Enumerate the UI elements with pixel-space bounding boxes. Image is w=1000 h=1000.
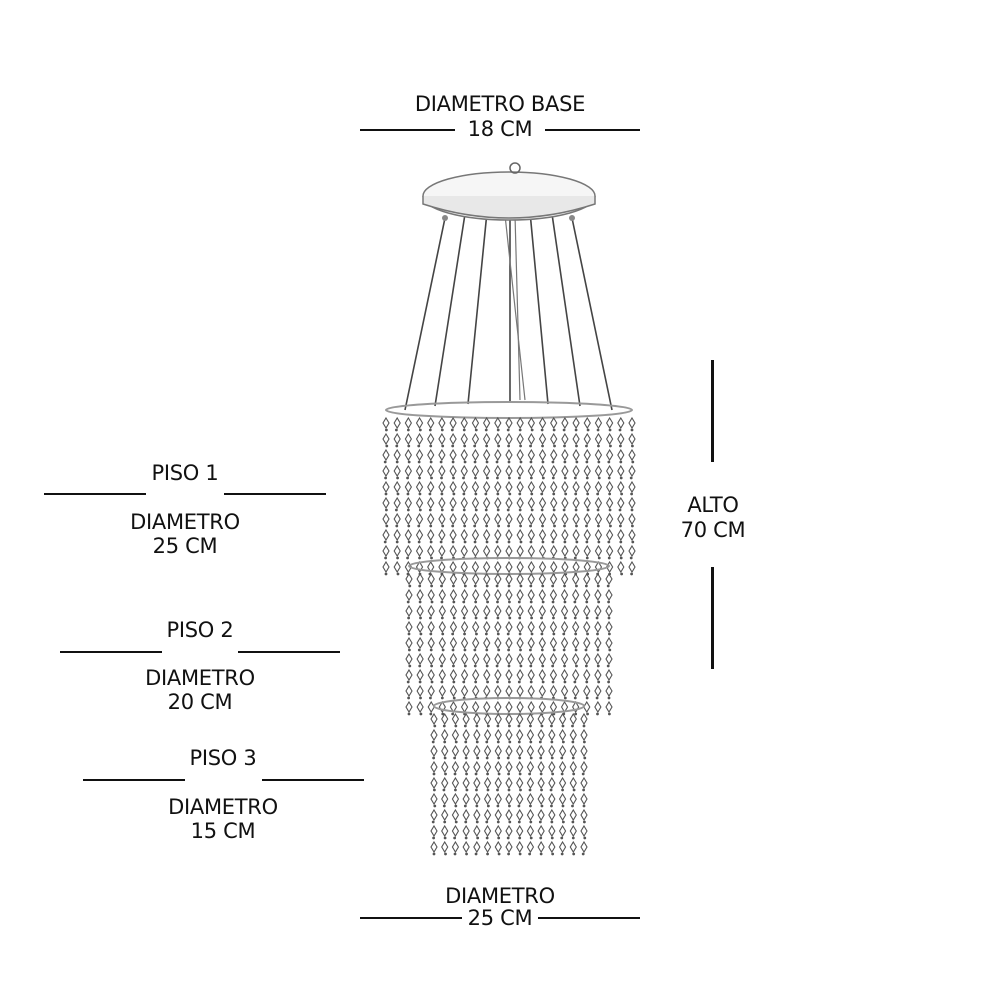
tier-2-diameter-value: 20 CM — [167, 690, 233, 714]
tier-1-crystals — [382, 401, 636, 576]
tier-1-diameter-label: DIAMETRO — [130, 510, 240, 534]
tier-2-crystals — [405, 557, 613, 716]
tier-3-diameter-label: DIAMETRO — [168, 795, 278, 819]
base-rule-left — [360, 129, 455, 131]
canopy-screw-icon — [509, 162, 521, 174]
base-diameter-value: 18 CM — [467, 117, 533, 141]
height-rule-top — [711, 360, 714, 462]
tier-3-diameter-value: 15 CM — [190, 819, 256, 843]
tier-1-rule-right — [224, 493, 326, 495]
base-rule-right — [545, 129, 640, 131]
tier-3-rule-left — [83, 779, 185, 781]
tier-3-floor-label: PISO 3 — [189, 746, 257, 770]
bottom-rule-right — [538, 917, 640, 919]
height-rule-bottom — [711, 567, 714, 669]
bottom-diameter-value: 25 CM — [467, 906, 533, 930]
base-diameter-title: DIAMETRO BASE — [414, 92, 586, 116]
height-value: 70 CM — [680, 518, 746, 542]
tier-1-rule-left — [44, 493, 146, 495]
tier-2-diameter-label: DIAMETRO — [145, 666, 255, 690]
tier-3-crystals — [430, 697, 588, 856]
bottom-rule-left — [360, 917, 462, 919]
tier-1-diameter-value: 25 CM — [152, 534, 218, 558]
tier-2-rule-right — [238, 651, 340, 653]
tier-2-rule-left — [60, 651, 162, 653]
height-label: ALTO — [687, 493, 739, 517]
bottom-diameter-label: DIAMETRO — [445, 884, 555, 908]
tier-2-floor-label: PISO 2 — [166, 618, 234, 642]
suspension-cables — [404, 207, 613, 411]
tier-1-floor-label: PISO 1 — [151, 461, 219, 485]
tier-3-rule-right — [262, 779, 364, 781]
ceiling-canopy — [422, 162, 596, 221]
